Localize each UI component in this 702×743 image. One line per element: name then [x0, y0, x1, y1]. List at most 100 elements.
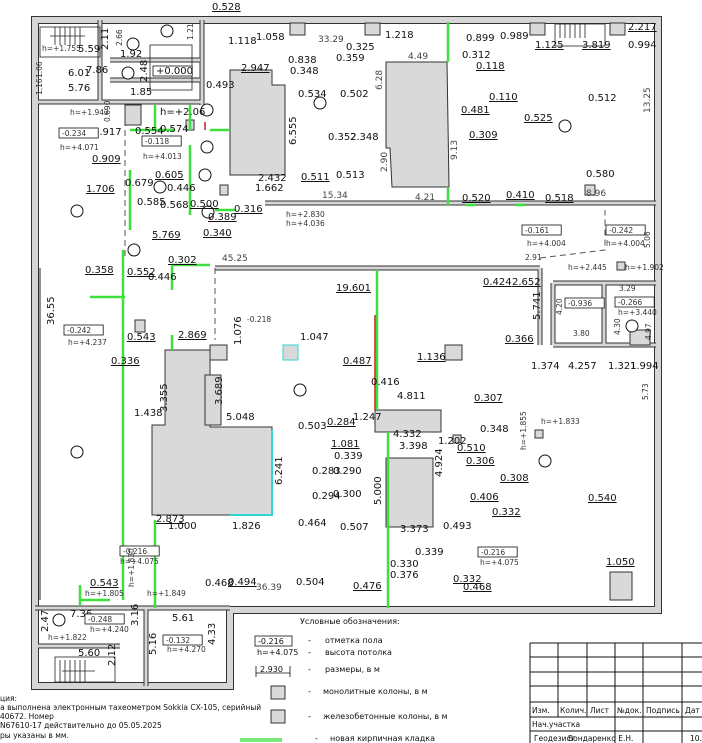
- floor-mark-box: [564, 297, 605, 309]
- dimension-label: 1.118: [228, 36, 257, 47]
- title-block: [529, 642, 702, 743]
- legend-dash: -: [308, 687, 311, 696]
- ceiling-height-label: h=+1.902: [625, 263, 664, 272]
- dimension-label: 0.468: [463, 582, 492, 593]
- ceiling-height-label: h=+3.440: [618, 308, 657, 317]
- dimension-label: 2.217: [628, 22, 657, 33]
- legend: Условные обозначения: -0.216 h=+4.075 - …: [240, 617, 448, 743]
- floor-mark-box: [58, 127, 99, 139]
- dimension-label: 0.494: [228, 577, 257, 588]
- floor-mark-label: -0.216: [123, 547, 147, 556]
- floor-mark-box: [521, 224, 562, 236]
- dimension-label: 0.838: [288, 55, 317, 66]
- cyan-edges: [230, 430, 273, 516]
- floor-mark-label: -0.242: [609, 226, 633, 235]
- dimension-label: 0.300: [333, 489, 362, 500]
- legend-rc: железобетонные колоны, в м: [323, 712, 448, 721]
- dimension-label: 4.257: [568, 361, 597, 372]
- dimension-label: 6.01: [68, 68, 90, 79]
- dimension-label: 2.348: [350, 132, 379, 143]
- legend-dash: -: [308, 712, 311, 721]
- floor-mark-box: [63, 324, 104, 336]
- legend-dash: -: [308, 648, 311, 657]
- dimension-label: 1.706: [86, 184, 115, 195]
- dimension-label: 4.924: [434, 448, 445, 477]
- dimension-label: 0.554: [135, 126, 164, 137]
- dimension-label: 5.16: [148, 633, 159, 655]
- dimension-label: 2.873: [156, 514, 185, 525]
- ceiling-height-label: h=+1.849: [147, 589, 186, 598]
- dimension-label: 1.06: [35, 61, 44, 78]
- dimension-label: 36.39: [256, 583, 282, 593]
- legend-dash: -: [315, 734, 318, 743]
- note-line: N67610-17 действительно до 05.05.2025: [0, 721, 162, 730]
- dimension-label: 0.290: [333, 466, 362, 477]
- legend-ceiling-height: высота потолка: [325, 648, 392, 657]
- dimension-label: 0.309: [469, 130, 498, 141]
- dimension-label: 19.601: [336, 283, 371, 294]
- column-block-top: [385, 61, 450, 188]
- dimension-label: 0.366: [505, 334, 534, 345]
- dimension-label: 0.513: [336, 170, 365, 181]
- floor-mark-label: -0.266: [618, 298, 642, 307]
- dimension-label: 0.528: [212, 2, 241, 13]
- note-line: 40672. Номер: [0, 712, 54, 721]
- dimension-label: 7.86: [86, 65, 108, 76]
- dimension-label: 0.110: [489, 92, 518, 103]
- legend-monolithic: монолитные колоны, в м: [323, 687, 428, 696]
- dimension-label: 0.424: [483, 277, 512, 288]
- tb-name: Бондаренко Е.Н.: [568, 734, 633, 743]
- dimension-label: 4.33: [207, 623, 218, 645]
- dimension-label: 1.202: [438, 436, 467, 447]
- dimension-label: 0.574: [160, 124, 189, 135]
- dimension-label: 0.325: [346, 42, 375, 53]
- dimension-label: 0.284: [327, 417, 356, 428]
- dimension-label: 1.826: [232, 521, 261, 532]
- dimension-label: 0.500: [190, 199, 219, 210]
- dimension-label: 0.504: [296, 577, 325, 588]
- dimension-label: 1.125: [535, 40, 564, 51]
- dimension-label: 0.580: [586, 169, 615, 180]
- dimension-label: 0.585: [137, 197, 166, 208]
- dimension-label: 6.241: [274, 456, 285, 485]
- dimension-label: 3.355: [159, 383, 170, 412]
- dimension-label: 1.218: [385, 30, 414, 41]
- dimension-label: 0.512: [588, 93, 617, 104]
- dimension-label: 0.493: [206, 80, 235, 91]
- dimension-label: 1.058: [256, 32, 285, 43]
- floor-mark-box: [614, 296, 655, 308]
- floor-mark-box: [162, 634, 203, 646]
- dimension-label: 0.358: [85, 265, 114, 276]
- dimension-label: 0.899: [466, 33, 495, 44]
- dimension-label: 0.410: [506, 190, 535, 201]
- dimension-label: 2.11: [100, 28, 111, 50]
- dimension-label: 4.20: [555, 298, 564, 315]
- floor-mark-label: -0.118: [145, 137, 169, 146]
- dimension-label: 0.690: [103, 100, 112, 122]
- dimension-label: 0.476: [353, 581, 382, 592]
- dimension-label: 0.306: [466, 456, 495, 467]
- title-block-text: Изм. Колич. Лист №док. Подпись Дат Нач.у…: [532, 706, 702, 743]
- dimension-label: 1.662: [255, 183, 284, 194]
- room-markers: [52, 24, 639, 627]
- monolithic-column-swatch: [270, 685, 286, 700]
- dimension-label: 9.13: [450, 140, 460, 160]
- dimension-label: 0.389: [208, 212, 237, 223]
- ceiling-height-label: h=+1.822: [48, 633, 87, 642]
- dimension-label: 0.552: [127, 267, 156, 278]
- tb-header: Лист: [590, 706, 610, 715]
- dimension-label: 0.520: [462, 193, 491, 204]
- ceiling-height-label: h=+1.805: [85, 589, 124, 598]
- dimension-label: 0.525: [524, 113, 553, 124]
- tb-header: Подпись: [646, 706, 680, 715]
- dimension-label: 3.29: [619, 284, 636, 293]
- dimension-label: 4.97: [644, 323, 653, 340]
- ceiling-height-label: h=+1.755: [42, 44, 81, 53]
- dimension-label: 0.605: [155, 170, 184, 181]
- floor-mark-label: -0.216: [481, 548, 505, 557]
- dimension-label: 0.540: [588, 493, 617, 504]
- dimension-label: 0.518: [545, 193, 574, 204]
- dimension-label: 0.543: [90, 578, 119, 589]
- dimension-label: 1.994: [630, 361, 659, 372]
- dimension-label: 0.507: [340, 522, 369, 533]
